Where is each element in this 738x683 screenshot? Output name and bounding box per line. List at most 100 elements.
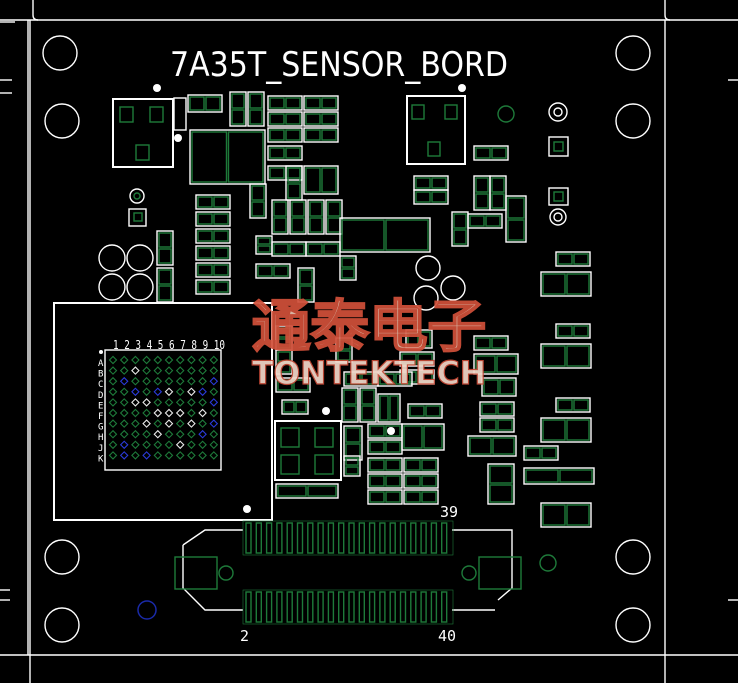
smd-part <box>249 183 267 219</box>
bga-ball <box>164 398 174 407</box>
bga-ball <box>131 387 140 397</box>
bga-row-label: J <box>98 444 103 454</box>
bga-ball <box>108 451 118 460</box>
smd-part <box>473 175 491 211</box>
bga-ball <box>209 398 219 407</box>
smd-part <box>303 165 339 195</box>
connector-pin-top <box>348 522 355 554</box>
smd-part <box>467 435 517 457</box>
bga-ball <box>108 387 118 397</box>
regulator-u2 <box>406 84 569 226</box>
smd-part <box>407 403 443 419</box>
smd-part <box>555 397 591 413</box>
bga-ball <box>198 355 207 365</box>
smd-part <box>195 228 231 244</box>
bga-ball <box>175 366 185 375</box>
smd-part <box>401 423 445 451</box>
smd-part <box>367 457 403 473</box>
smd-part <box>195 245 231 261</box>
bga-ball <box>209 376 219 386</box>
bga-ball <box>175 451 185 460</box>
connector-pin-top <box>327 522 335 554</box>
bga-ball <box>198 387 207 397</box>
bga-column-labels: 1 2 3 4 5 6 7 8 9 10 <box>113 338 225 352</box>
connector-pin-top <box>265 522 273 554</box>
bga-ball <box>153 355 163 365</box>
connector-pin-bottom <box>430 591 438 623</box>
smd-part <box>467 213 503 229</box>
pin-label-40: 40 <box>438 627 456 645</box>
smd-part <box>540 343 592 369</box>
connector-pin-top <box>399 522 407 554</box>
mounting-holes <box>42 35 651 643</box>
connector-pin-bottom <box>286 591 293 623</box>
mount-hole-tl2 <box>44 103 80 139</box>
smd-part <box>403 489 439 505</box>
connector-pin-top <box>430 522 438 554</box>
bga-ball <box>153 451 163 460</box>
smd-part <box>487 463 515 505</box>
smd-part <box>367 473 403 489</box>
smd-part <box>489 175 507 211</box>
bga-ball <box>142 408 151 418</box>
mount-hole-tr1 <box>615 35 651 71</box>
bga-ball <box>153 376 163 386</box>
connector-pin-top <box>389 522 396 554</box>
bga-ball <box>175 440 185 450</box>
bga-ball <box>119 440 129 450</box>
smd-part <box>303 127 339 143</box>
bga-ball <box>198 398 207 407</box>
bga-ball <box>164 408 174 418</box>
bga-ball <box>209 419 219 428</box>
smd-part <box>555 251 591 267</box>
connector-pin-bottom <box>358 591 365 623</box>
bga-ball <box>108 355 118 365</box>
bga-ball <box>142 355 151 365</box>
bga-ball <box>164 355 174 365</box>
bga-ball <box>198 429 207 439</box>
smd-part <box>247 91 265 127</box>
bga-ball <box>187 398 196 407</box>
smd-part <box>540 271 592 297</box>
smd-part <box>413 175 449 191</box>
via-blue <box>137 600 157 620</box>
bga-ball <box>142 451 151 460</box>
bga-ball <box>209 451 219 460</box>
watermark: 通泰电子 TONTEKTECH <box>251 294 487 393</box>
bga-ball-grid <box>108 355 219 460</box>
smd-part <box>479 401 515 417</box>
smd-part <box>156 267 174 303</box>
bga-ball <box>108 419 118 428</box>
bga-row-label: D <box>98 391 103 401</box>
bga-ball <box>209 387 219 397</box>
bga-ball <box>187 355 196 365</box>
bga-ball <box>119 366 129 375</box>
smd-part <box>479 417 515 433</box>
smd-part <box>343 455 361 477</box>
smd-part <box>399 351 435 367</box>
bga-ball <box>153 419 163 428</box>
smd-part <box>195 279 231 295</box>
smd-part <box>540 502 592 528</box>
smd-part <box>343 425 363 461</box>
bga-ball <box>108 429 118 439</box>
smd-part <box>540 417 592 443</box>
connector-pin-bottom <box>389 591 396 623</box>
smd-part <box>341 387 359 423</box>
smd-part <box>505 195 527 243</box>
bga-ball <box>119 355 129 365</box>
smd-part <box>339 217 431 253</box>
bga-ball <box>187 387 196 397</box>
bga-row-label: A <box>98 359 104 369</box>
smd-part <box>367 489 403 505</box>
connector-pin-bottom <box>245 591 252 623</box>
connector-pin-bottom <box>327 591 335 623</box>
bga-ball <box>187 429 196 439</box>
connector-pin-top <box>317 522 324 554</box>
smd-part <box>473 353 519 375</box>
bga-ball <box>198 376 207 386</box>
connector-pin-bottom <box>410 591 417 623</box>
smd-part <box>267 111 303 127</box>
